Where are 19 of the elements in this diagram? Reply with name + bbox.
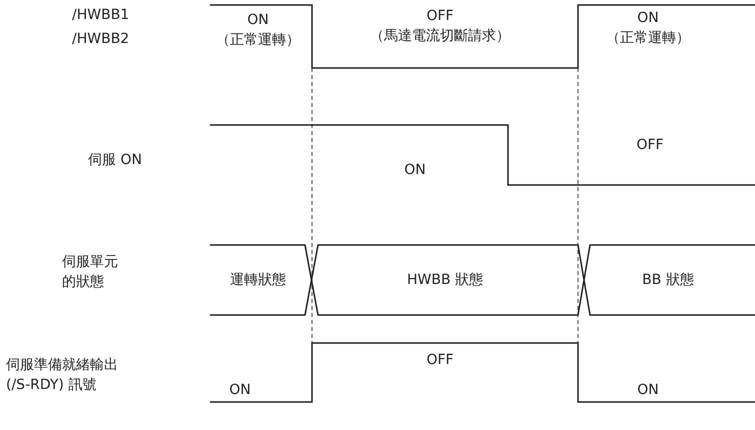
signal-name: 伺服準備就緒輸出(/S-RDY) 訊號 [6,356,119,395]
state-label: ON [637,381,659,400]
signal-name: 伺服單元的狀態 [62,253,119,292]
state-label: （正常運轉） [216,31,300,50]
signal-name: 伺服 ON [88,151,142,170]
state-label: HWBB 狀態 [406,271,484,290]
state-label: ON [404,161,426,180]
signal-name: /HWBB2 [72,30,130,49]
state-label: （正常運轉） [606,29,690,48]
state-label: ON [247,11,269,30]
state-label: 運轉狀態 [230,271,286,290]
state-label: OFF [426,351,454,370]
state-label: ON [229,381,251,400]
state-label: BB 狀態 [642,271,694,290]
state-label: OFF [636,136,664,155]
signal-name: /HWBB1 [72,6,130,25]
state-label: OFF [426,7,454,26]
state-label: ON [637,9,659,28]
state-label: （馬達電流切斷請求） [370,27,510,46]
